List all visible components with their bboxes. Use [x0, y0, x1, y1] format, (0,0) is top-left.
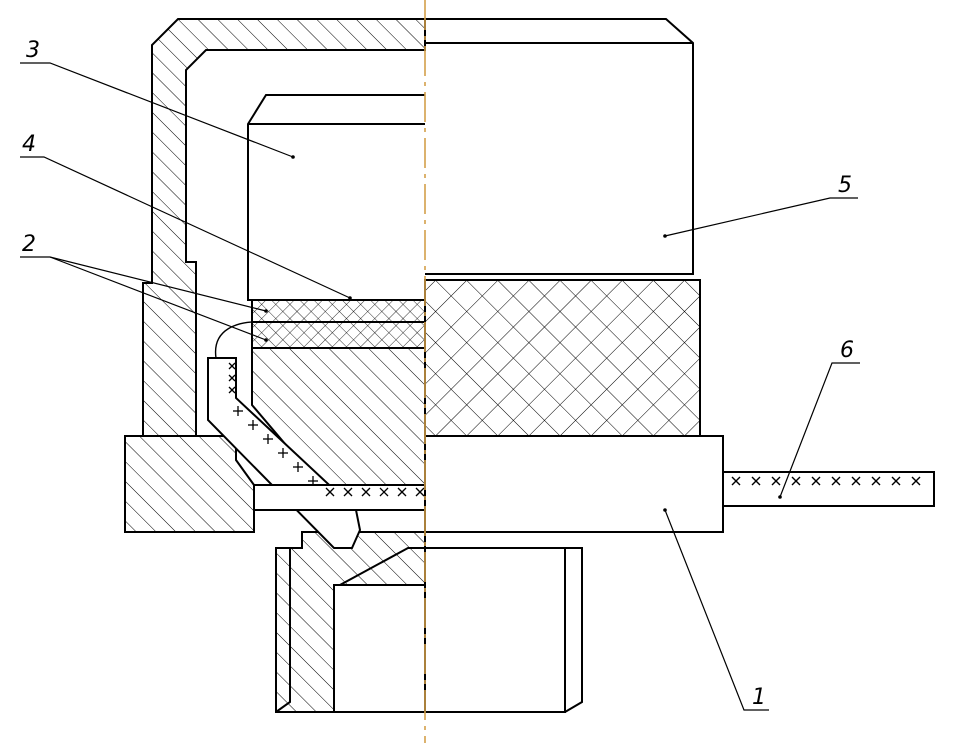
x-mark	[379, 487, 389, 497]
plus-mark	[263, 434, 273, 444]
callout-6: 6	[840, 338, 854, 363]
x-mark	[228, 374, 236, 382]
x-mark	[851, 476, 861, 486]
x-mark	[771, 476, 781, 486]
x-mark	[325, 487, 335, 497]
x-mark	[228, 386, 236, 394]
plus-mark	[278, 448, 288, 458]
x-mark	[731, 476, 741, 486]
x-mark	[911, 476, 921, 486]
x-mark	[791, 476, 801, 486]
x-mark	[397, 487, 407, 497]
leaders	[20, 62, 860, 711]
plus-mark	[308, 476, 318, 486]
lead-marks	[228, 362, 425, 497]
callout-4: 4	[22, 132, 36, 157]
plus-mark	[233, 406, 243, 416]
x-mark	[871, 476, 881, 486]
callout-3: 3	[26, 38, 40, 63]
section-view	[124, 18, 426, 713]
x-mark	[415, 487, 425, 497]
pin-insulation-marks	[731, 476, 921, 486]
callout-1: 1	[752, 685, 766, 710]
plus-mark	[293, 462, 303, 472]
plus-mark	[248, 420, 258, 430]
x-mark	[361, 487, 371, 497]
callout-5: 5	[838, 173, 852, 198]
x-mark	[228, 362, 236, 370]
x-mark	[751, 476, 761, 486]
leader-dots	[264, 155, 782, 512]
x-mark	[343, 487, 353, 497]
callout-2: 2	[22, 232, 36, 257]
x-mark	[891, 476, 901, 486]
x-mark	[831, 476, 841, 486]
exterior-view	[424, 18, 935, 713]
x-mark	[811, 476, 821, 486]
